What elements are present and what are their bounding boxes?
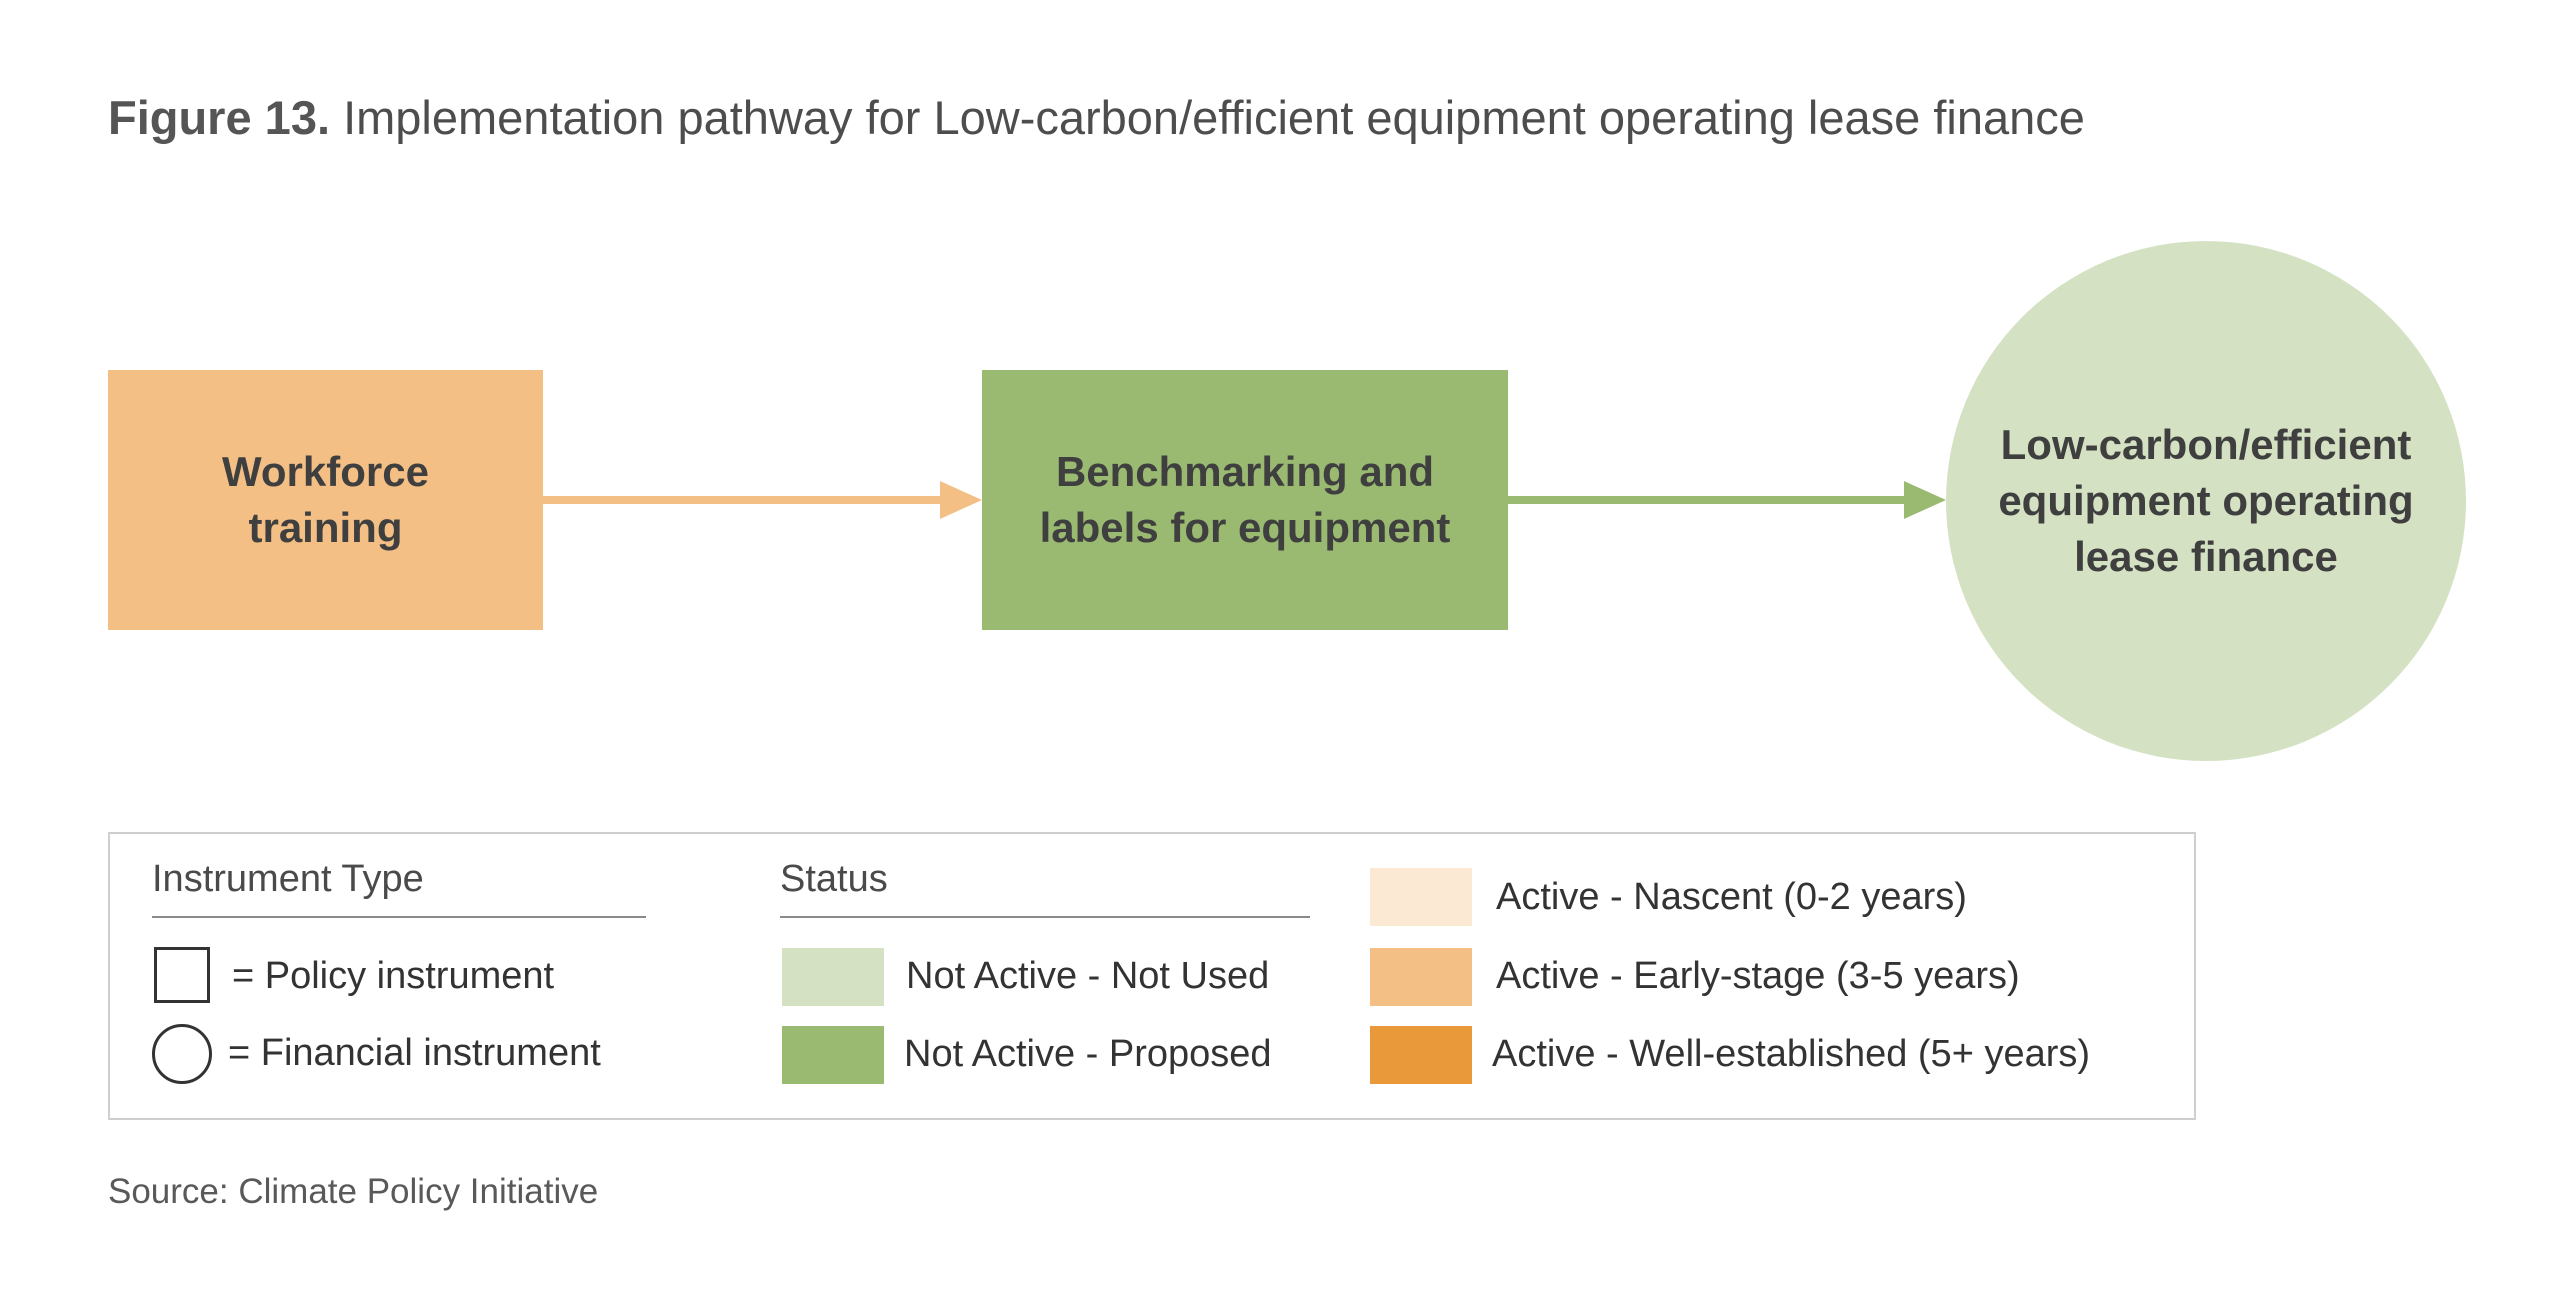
- legend-status-nascent: Active - Nascent (0-2 years): [1496, 876, 1967, 918]
- node-label-line: Benchmarking and: [1055, 448, 1435, 495]
- legend-swatch-nascent: [1370, 868, 1472, 926]
- legend-swatch-early-stage: [1370, 948, 1472, 1006]
- legend-swatch-proposed: [782, 1026, 884, 1084]
- node-label-line: training: [248, 504, 403, 551]
- source-note: Source: Climate Policy Initiative: [108, 1172, 599, 1211]
- node-label-line: lease finance: [2074, 533, 2338, 580]
- legend-swatch-not-used: [782, 948, 884, 1006]
- square-icon: [154, 947, 210, 1003]
- figure-title: Figure 13. Implementation pathway for Lo…: [108, 90, 2085, 145]
- legend: Instrument Type = Policy instrument = Fi…: [108, 832, 2196, 1120]
- node-lease-finance: Low-carbon/efficient equipment operating…: [1946, 241, 2466, 761]
- figure-number: Figure 13.: [108, 91, 331, 144]
- legend-status-heading: Status: [780, 858, 888, 900]
- legend-financial-label: = Financial instrument: [228, 1032, 601, 1074]
- legend-swatch-well-established: [1370, 1026, 1472, 1084]
- legend-status-proposed: Not Active - Proposed: [904, 1033, 1272, 1075]
- node-label-line: labels for equipment: [1039, 504, 1451, 551]
- legend-divider: [780, 916, 1310, 918]
- circle-icon: [152, 1024, 212, 1084]
- node-label-line: Low-carbon/efficient: [2000, 421, 2412, 468]
- legend-instrument-heading: Instrument Type: [152, 858, 424, 900]
- legend-status-not-used: Not Active - Not Used: [906, 955, 1270, 997]
- node-label-line: Workforce: [222, 448, 429, 495]
- node-workforce-training: Workforce training: [108, 370, 543, 630]
- node-benchmarking-labels: Benchmarking and labels for equipment: [982, 370, 1508, 630]
- legend-status-early-stage: Active - Early-stage (3-5 years): [1496, 955, 2020, 997]
- legend-status-well-established: Active - Well-established (5+ years): [1492, 1033, 2091, 1075]
- arrow-benchmarking-to-target: [1508, 481, 1946, 519]
- arrow-workforce-to-benchmarking: [543, 481, 982, 519]
- legend-divider: [152, 916, 646, 918]
- figure-caption: Implementation pathway for Low-carbon/ef…: [343, 91, 2085, 144]
- legend-policy-label: = Policy instrument: [232, 955, 555, 997]
- node-label-line: equipment operating: [1998, 477, 2414, 524]
